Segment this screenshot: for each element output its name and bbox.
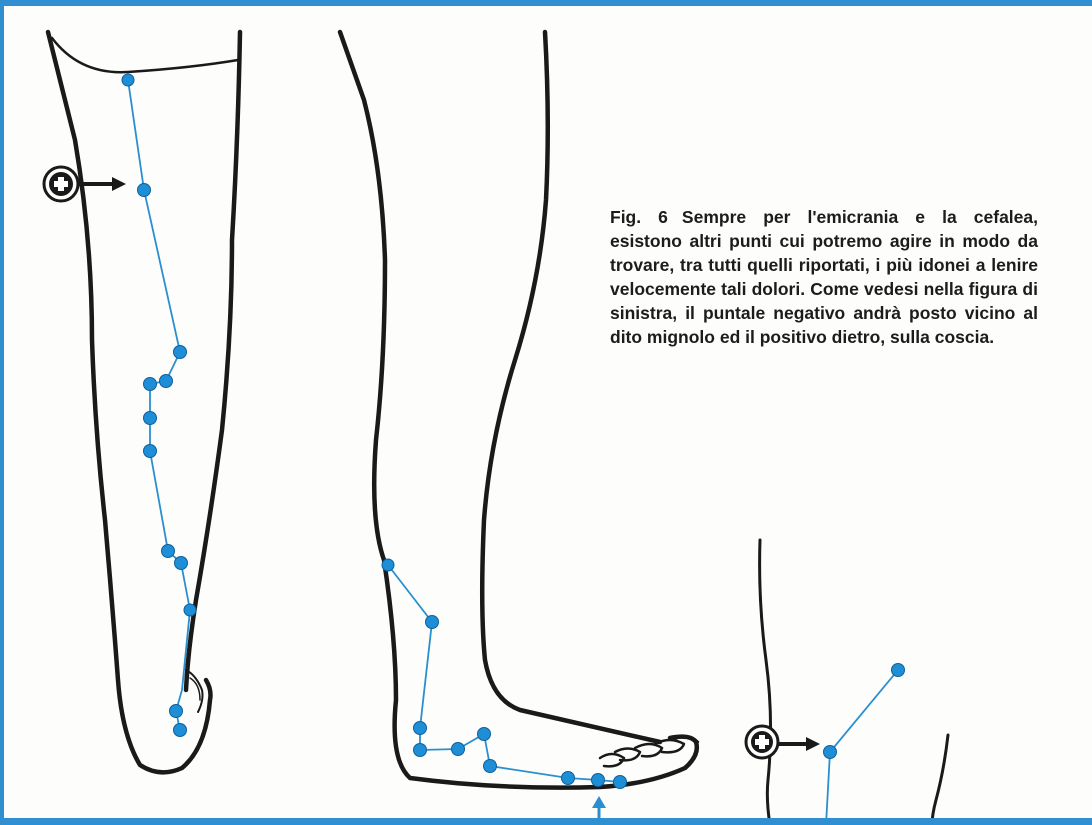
right-leg-outline (760, 540, 948, 825)
right-leg-points (824, 664, 905, 825)
frame-border-bottom (0, 818, 1092, 825)
middle-leg-points (382, 559, 627, 789)
figure-number: Fig. 6 (610, 207, 668, 227)
positive-electrode-icon (746, 726, 820, 758)
figure-text: Sempre per l'emicrania e la cefalea, esi… (610, 207, 1038, 347)
left-leg-points (122, 74, 196, 737)
left-leg-outline (48, 32, 240, 772)
middle-leg-outline (340, 32, 698, 788)
